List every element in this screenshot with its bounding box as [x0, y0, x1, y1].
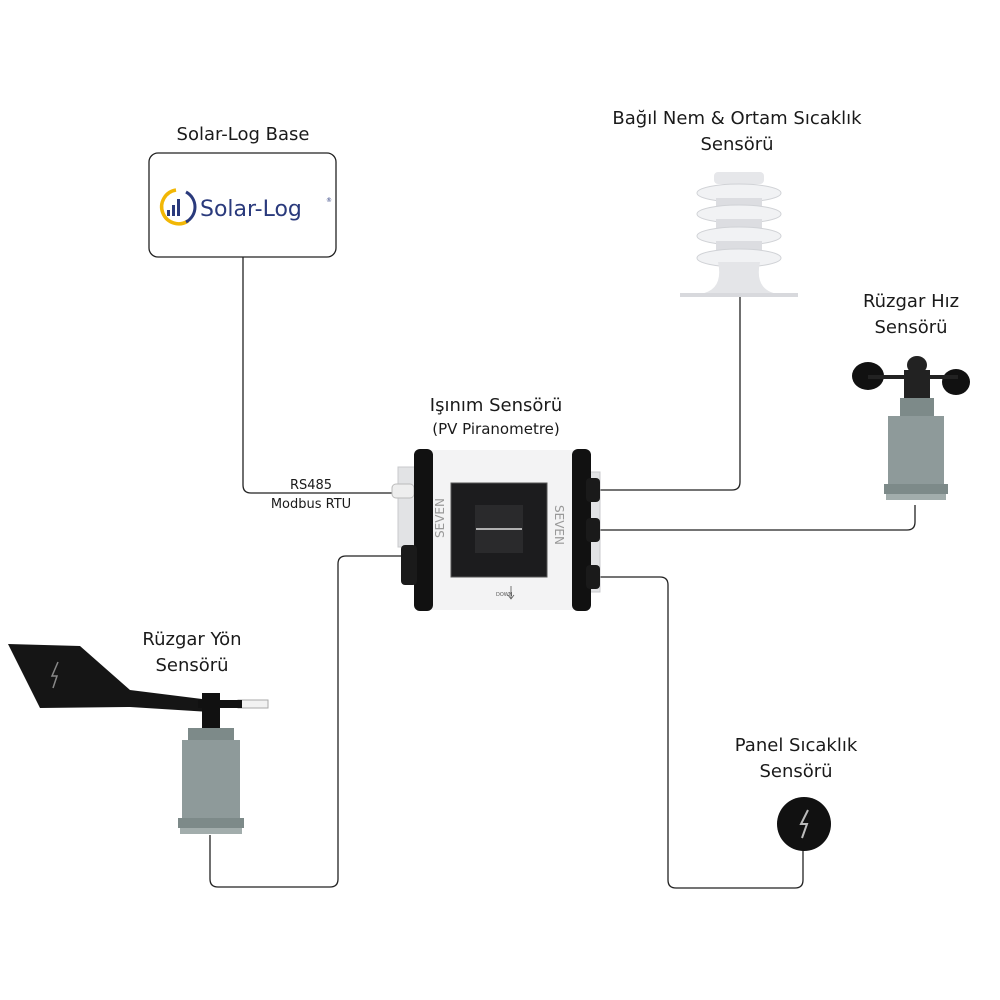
solarlog-registered-mark: ®: [326, 197, 332, 204]
irradiance-label-1: Işınım Sensörü: [429, 395, 563, 416]
panel-temperature-sensor-image: [777, 797, 831, 851]
connector-wind-direction: [209, 555, 405, 888]
wind-direction-label-2: Sensörü: [155, 655, 229, 676]
down-arrow-icon: [507, 586, 515, 600]
brand-label-left: SEVEN: [433, 498, 447, 538]
connector-port: [586, 565, 600, 589]
connector-wind-speed: [597, 505, 916, 531]
solarlog-logo-text: Solar-Log: [200, 197, 302, 222]
brand-label-right: SEVEN: [552, 505, 566, 545]
connector-panel-temp: [597, 576, 804, 889]
cable-gland: [391, 483, 415, 499]
connector-port: [401, 545, 417, 585]
lightning-bolt-icon: [799, 809, 809, 839]
solarlog-base-label: Solar-Log Base: [176, 124, 310, 145]
panel-temp-label-1: Panel Sıcaklık: [734, 735, 858, 756]
irradiance-sensor-device: DOWN SEVEN SEVEN: [391, 449, 601, 611]
wind-direction-sensor-image: [8, 644, 269, 834]
wind-speed-label-2: Sensörü: [874, 317, 948, 338]
down-label: DOWN: [496, 592, 513, 598]
wind-speed-sensor-image: [852, 356, 970, 500]
wind-direction-label-1: Rüzgar Yön: [142, 629, 242, 650]
humidity-sensor-label-1: Bağıl Nem & Ortam Sıcaklık: [612, 108, 862, 129]
wind-speed-label-1: Rüzgar Hız: [862, 291, 960, 312]
solarlog-logo-icon: [159, 188, 197, 226]
humidity-sensor-label-2: Sensörü: [700, 134, 774, 155]
humidity-sensor-image: [680, 172, 798, 297]
connector-humidity: [597, 297, 741, 491]
lightning-bolt-icon: [50, 661, 59, 689]
connector-port: [586, 518, 600, 542]
modbus-label: Modbus RTU: [270, 497, 352, 512]
solarlog-base-box: [148, 152, 337, 258]
irradiance-label-2: (PV Piranometre): [432, 420, 560, 438]
connector-solarlog: [242, 257, 395, 494]
connector-port: [586, 478, 600, 502]
rs485-label: RS485: [289, 478, 333, 493]
panel-temp-label-2: Sensörü: [759, 761, 833, 782]
